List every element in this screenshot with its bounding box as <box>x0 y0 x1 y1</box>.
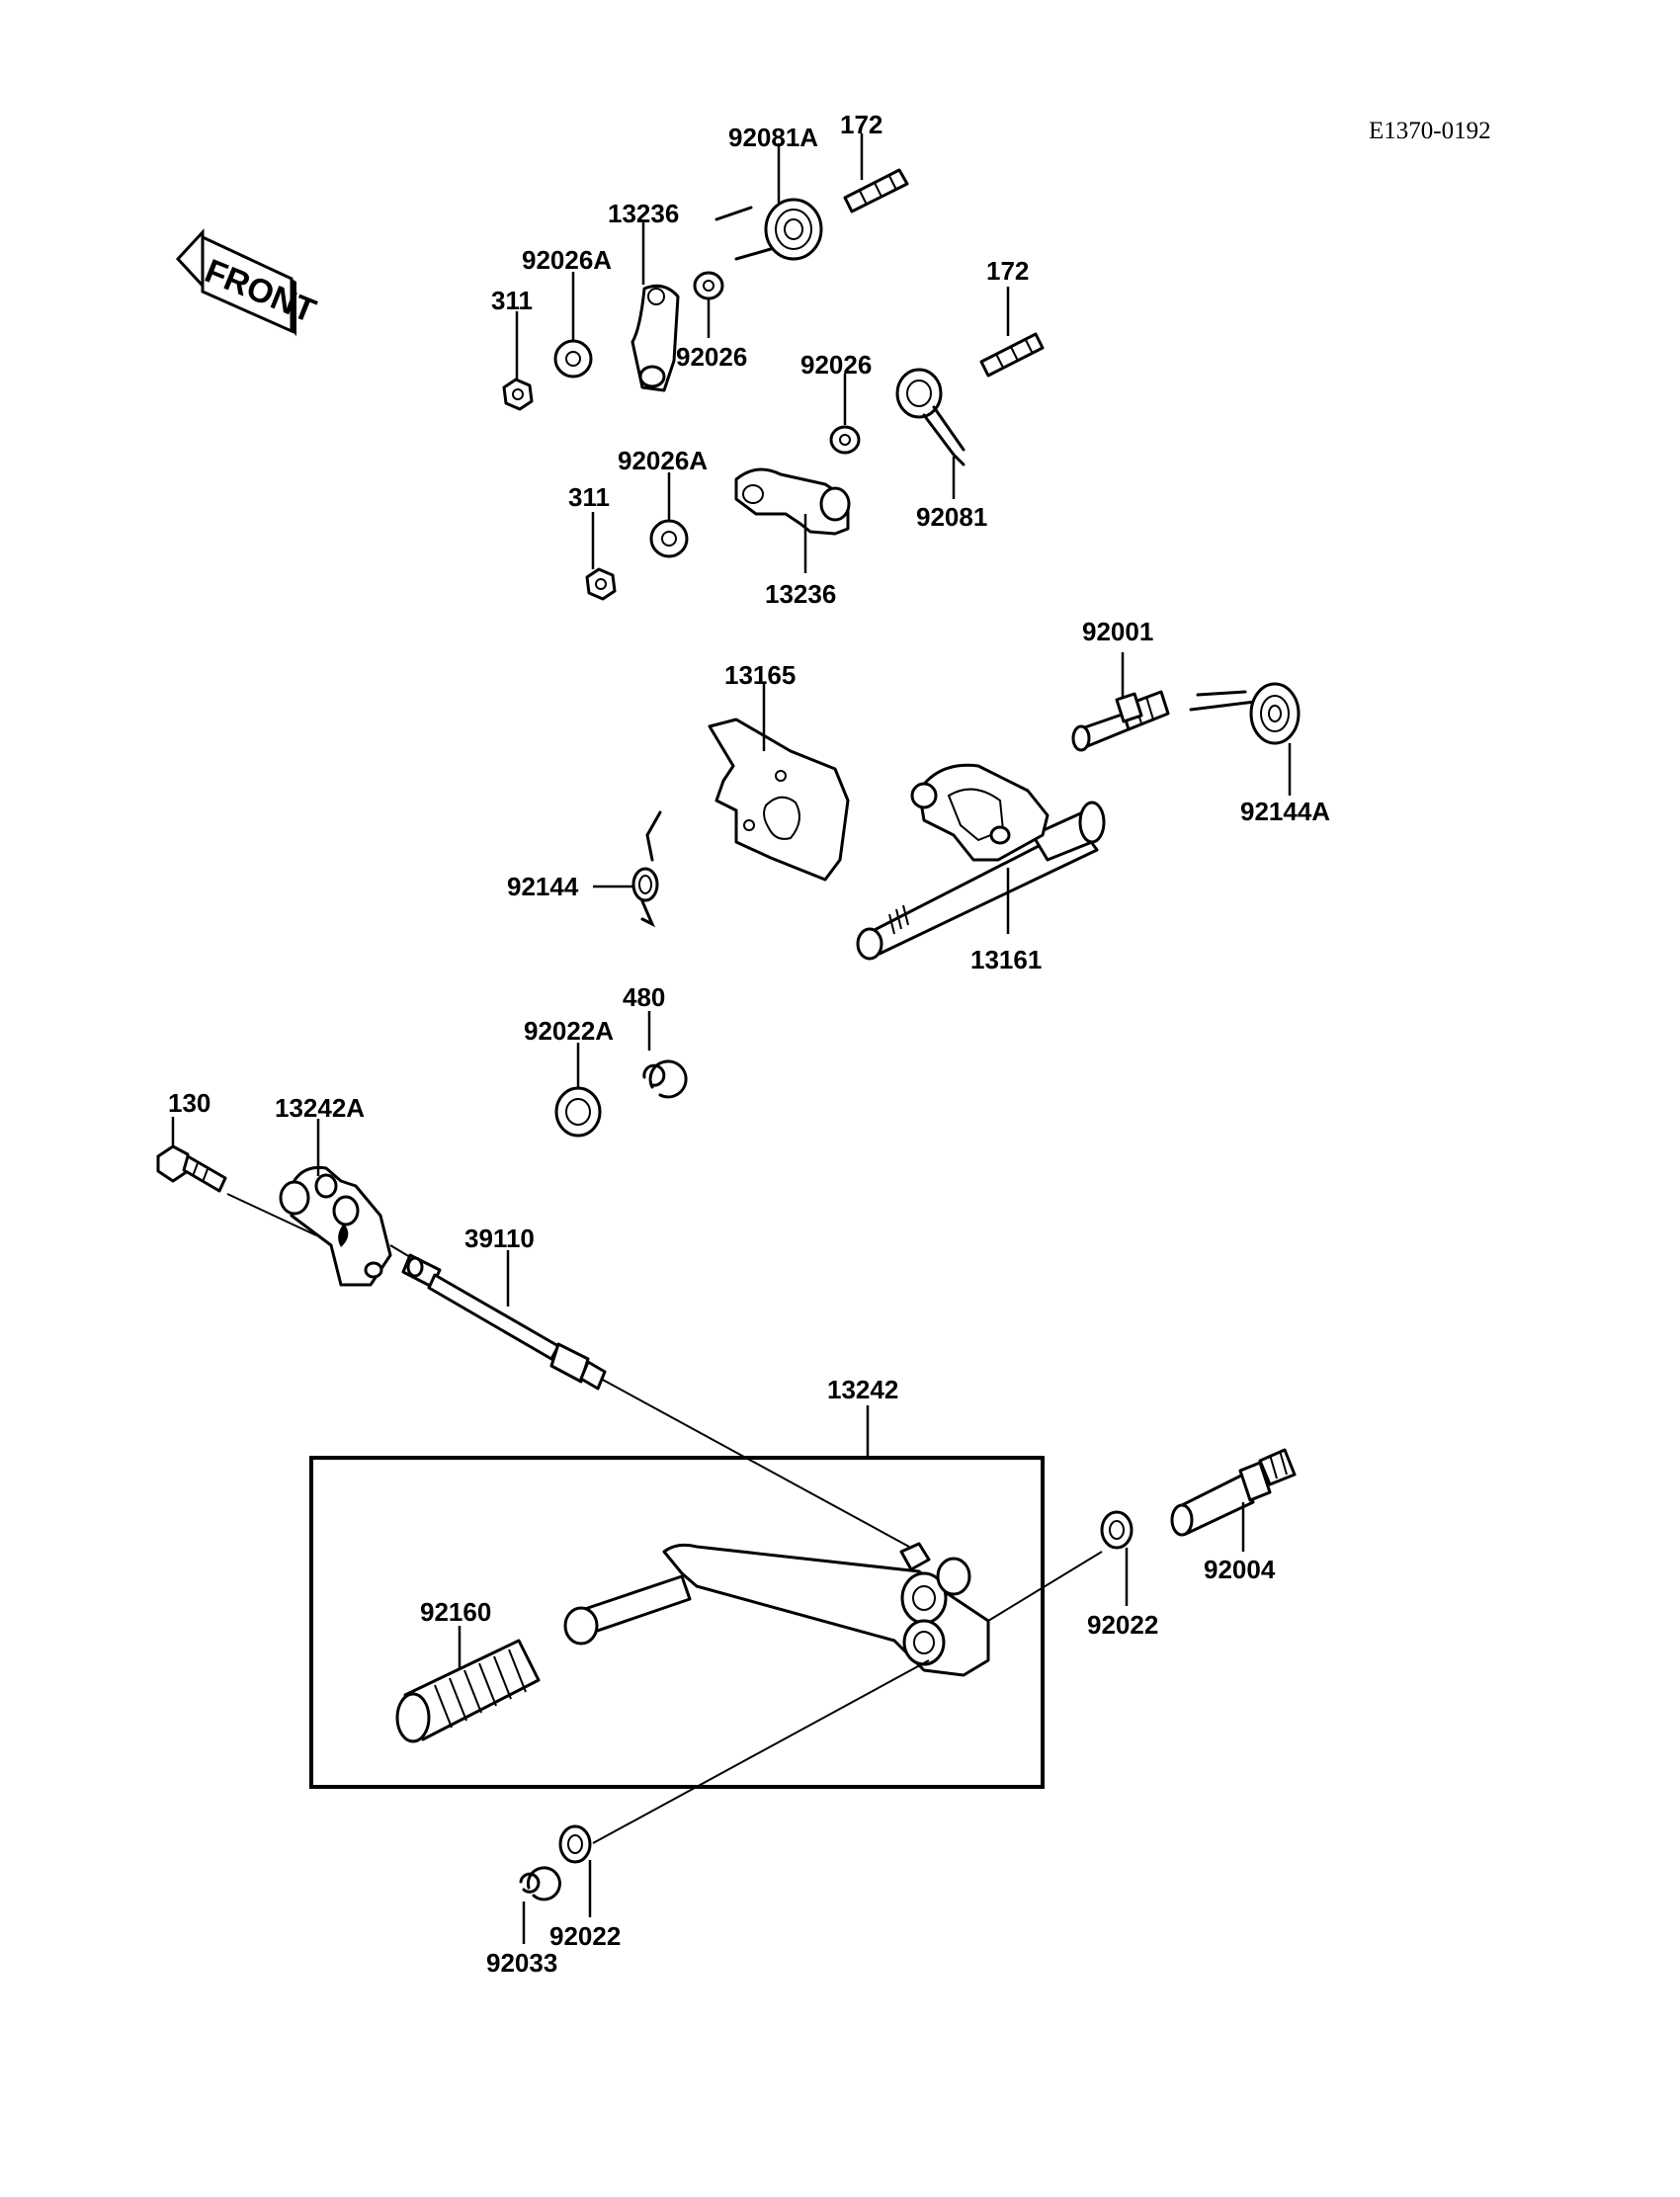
stud-172-top <box>843 168 909 213</box>
label-92081a: 92081A <box>728 123 818 152</box>
label-92001: 92001 <box>1082 617 1153 646</box>
label-480: 480 <box>623 982 665 1012</box>
label-92026-mid: 92026 <box>800 350 872 380</box>
label-13242: 13242 <box>827 1375 898 1404</box>
spring-92081a <box>714 198 823 261</box>
label-92004: 92004 <box>1204 1555 1276 1584</box>
shaft-13161 <box>856 763 1106 961</box>
spring-92081 <box>895 368 966 466</box>
pedal-lever-13242 <box>563 1542 990 1677</box>
label-13236-top: 13236 <box>608 199 679 228</box>
pin-92001 <box>1071 690 1170 752</box>
label-13161: 13161 <box>970 945 1042 974</box>
rod-39110 <box>389 1244 910 1548</box>
washer-92026-mid <box>829 425 861 455</box>
label-172-mid: 172 <box>986 256 1029 286</box>
circlip-480 <box>642 1059 688 1099</box>
pivot-bolt-92004 <box>1170 1448 1297 1537</box>
label-92022-bottom: 92022 <box>549 1921 621 1951</box>
washer-92022a <box>554 1086 602 1138</box>
label-13165: 13165 <box>724 660 796 690</box>
label-92022a: 92022A <box>524 1016 614 1046</box>
circlip-92033 <box>519 1866 561 1901</box>
spring-92144a <box>1189 682 1301 745</box>
washer-92026a-bottom <box>649 519 689 558</box>
label-92081: 92081 <box>916 502 987 532</box>
assembly-box-13242 <box>309 1456 1045 1789</box>
label-13242a: 13242A <box>275 1093 365 1123</box>
label-130: 130 <box>168 1088 210 1118</box>
washer-92022-bottom <box>558 1824 592 1864</box>
rubber-92160 <box>395 1639 541 1743</box>
clevis-13242a <box>279 1165 392 1287</box>
label-39110: 39110 <box>464 1224 535 1253</box>
label-92022-right: 92022 <box>1087 1610 1158 1640</box>
diagram-code: E1370-0192 <box>1369 118 1491 144</box>
washer-92026a-top <box>553 339 593 379</box>
plate-13236-bottom <box>734 467 851 536</box>
label-92144: 92144 <box>507 872 579 901</box>
stud-172-mid <box>979 332 1045 378</box>
nut-311-top <box>502 378 534 411</box>
label-172-top: 172 <box>840 110 882 139</box>
label-92026-top: 92026 <box>676 342 747 372</box>
label-311-top: 311 <box>491 286 533 315</box>
label-92160: 92160 <box>420 1597 491 1627</box>
label-92033: 92033 <box>486 1948 557 1978</box>
label-13236-bottom: 13236 <box>765 579 836 609</box>
label-92026a-bottom: 92026A <box>618 446 708 475</box>
washer-92026-top <box>693 271 724 300</box>
label-92026a-top: 92026A <box>522 245 612 275</box>
nut-311-bottom <box>585 567 617 601</box>
bolt-130 <box>156 1144 227 1193</box>
front-arrow-icon: FRONT <box>175 228 321 336</box>
plate-13165 <box>708 718 850 882</box>
washer-92022-right <box>1100 1510 1134 1550</box>
label-92144a: 92144A <box>1240 797 1330 826</box>
label-311-bottom: 311 <box>568 482 610 512</box>
spring-92144 <box>631 810 662 928</box>
plate-13236-top <box>630 284 680 392</box>
